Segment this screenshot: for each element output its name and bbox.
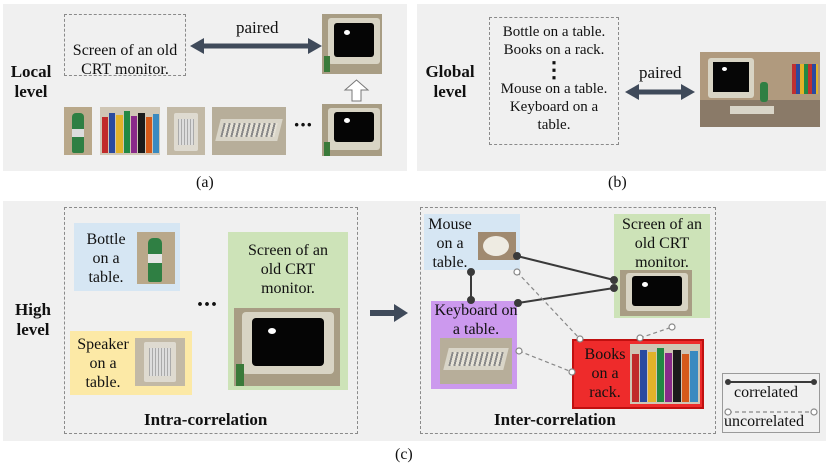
uncorrelated-links xyxy=(513,268,676,376)
intra-correlation-title: Intra-correlation xyxy=(144,410,268,429)
inter-monitor-image xyxy=(620,270,692,316)
inter-mouse-image xyxy=(478,232,516,260)
panel-a-books-image xyxy=(100,107,160,155)
legend-uncorrelated-label: uncorrelated xyxy=(724,413,804,430)
inter-monitor-caption: Screen of an old CRT monitor. xyxy=(622,216,702,271)
inter-mouse-caption: Mouse on a table. xyxy=(428,216,472,271)
inter-books-image xyxy=(630,344,700,404)
panel-c-level-label: High level xyxy=(15,300,51,340)
inter-correlation-box xyxy=(420,207,716,434)
inter-keyboard-image xyxy=(440,338,512,384)
inter-keyboard-caption: Keyboard on a table. xyxy=(434,302,518,338)
panel-a-monitor-image-2 xyxy=(322,104,382,156)
panel-a-sub-caption: (a) xyxy=(196,174,214,191)
panel-b-pair-label: paired xyxy=(639,63,682,82)
intra-speaker-image xyxy=(135,338,185,386)
panel-b-captions-bottom: Mouse on a table. Keyboard on a table. xyxy=(500,81,608,133)
panel-b-level-label: Global level xyxy=(425,62,475,102)
intra-speaker-caption: Speaker on a table. xyxy=(77,336,129,391)
panel-c-sub-caption: (c) xyxy=(395,446,413,463)
intra-monitor-caption: Screen of an old CRT monitor. xyxy=(248,242,328,297)
panel-b-sub-caption: (b) xyxy=(608,174,627,191)
panel-b-captions-top: Bottle on a table. Books on a rack. xyxy=(502,24,606,58)
inter-correlation-title: Inter-correlation xyxy=(494,410,616,429)
panel-a-pair-label: paired xyxy=(236,18,279,37)
intra-monitor-image xyxy=(234,308,340,386)
panel-a-bottle-image xyxy=(64,107,92,155)
panel-a-ellipsis: ··· xyxy=(293,112,313,137)
panel-b-vertical-ellipsis: ⋮ xyxy=(543,57,565,83)
panel-a-keyboard-image xyxy=(212,107,286,155)
panel-a-speaker-image xyxy=(167,107,205,155)
intra-correlation-box xyxy=(64,207,358,434)
legend-correlated-label: correlated xyxy=(734,384,798,401)
intra-bottle-image xyxy=(137,232,175,284)
correlated-links xyxy=(467,252,618,307)
panel-a-monitor-image xyxy=(322,14,382,74)
panel-a-caption-text: Screen of an old CRT monitor. xyxy=(72,41,178,78)
panel-b-scene-image xyxy=(700,52,820,127)
intra-bottle-caption: Bottle on a table. xyxy=(86,231,126,286)
panel-a-caption-box: Screen of an old CRT monitor. xyxy=(64,14,186,78)
intra-ellipsis: ··· xyxy=(196,292,218,318)
panel-a-level-label: Local level xyxy=(10,62,52,102)
panel-b-captions-box: Bottle on a table. Books on a rack. ⋮ Mo… xyxy=(489,17,619,145)
inter-books-caption: Books on a rack. xyxy=(584,346,626,401)
